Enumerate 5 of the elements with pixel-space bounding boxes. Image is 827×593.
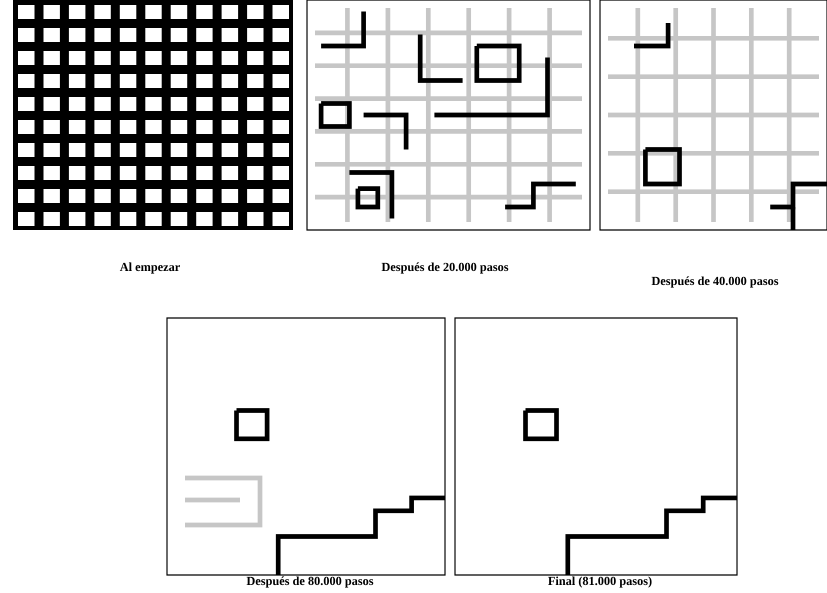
caption: Final (81.000 pasos) [548, 576, 652, 588]
caption: Después de 80.000 pasos [246, 576, 374, 588]
caption: Después de 20.000 pasos [382, 262, 508, 274]
caption: Después de 40.000 pasos [652, 276, 778, 288]
caption: Al empezar [120, 262, 180, 274]
